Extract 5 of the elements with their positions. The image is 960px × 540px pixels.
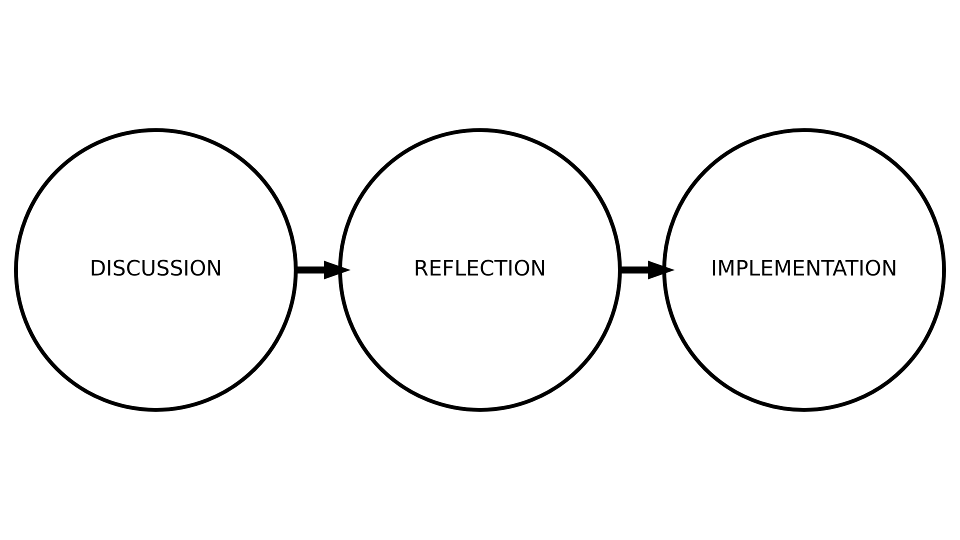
node-circle: IMPLEMENTATION	[662, 128, 946, 412]
arrow	[296, 260, 351, 280]
node-circle: REFLECTION	[338, 128, 622, 412]
arrow	[620, 260, 675, 280]
node-circle: DISCUSSION	[14, 128, 298, 412]
